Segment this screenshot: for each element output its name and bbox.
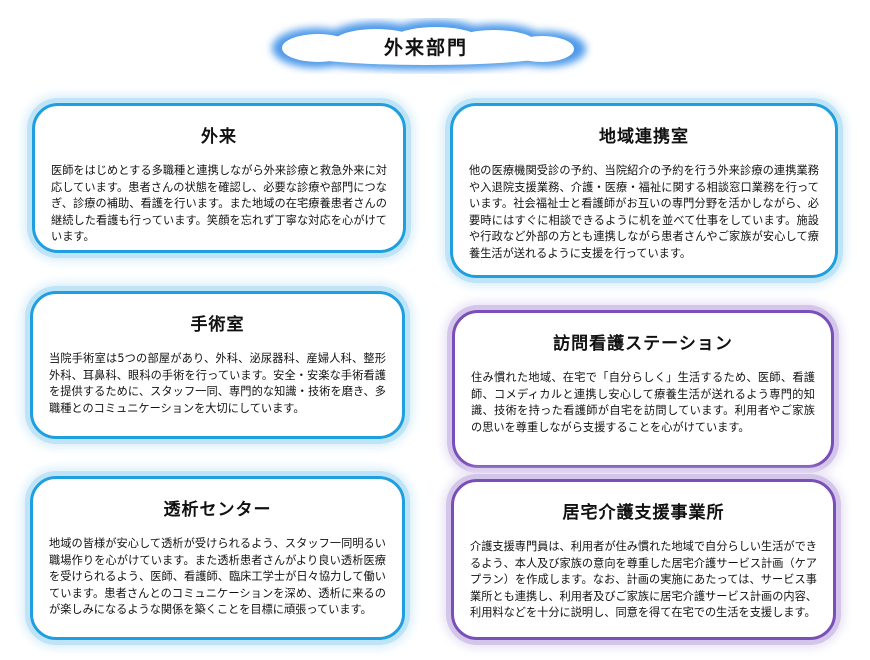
section-card-regional-liaison: 地域連携室 他の医療機関受診の予約、当院紹介の予約を行う外来診療の連携業務や入退… bbox=[450, 103, 838, 278]
section-card-dialysis-center: 透析センター 地域の皆様が安心して透析が受けられるよう、スタッフ一同明るい職場作… bbox=[30, 476, 405, 640]
card-description: 地域の皆様が安心して透析が受けられるよう、スタッフ一同明るい職場作りを心がけてい… bbox=[49, 537, 386, 617]
page-title: 外来部門 bbox=[383, 36, 468, 59]
card-title: 透析センター bbox=[163, 500, 272, 520]
section-card-operating-room: 手術室 当院手術室は5つの部屋があり、外科、泌尿器科、産婦人科、整形外科、耳鼻科… bbox=[30, 291, 405, 439]
section-card-outpatient: 外来 医師をはじめとする多職種と連携しながら外来診療と救急外来に対応しています。… bbox=[32, 103, 406, 253]
card-title: 外来 bbox=[201, 127, 237, 147]
card-description: 他の医療機関受診の予約、当院紹介の予約を行う外来診療の連携業務や入退院支援業務、… bbox=[469, 164, 819, 260]
header-cloud: 外来部門 bbox=[256, 18, 596, 74]
cloud-shape bbox=[272, 20, 586, 70]
section-card-home-nursing-station: 訪問看護ステーション 住み慣れた地域、在宅で「自分らしく」生活するため、医師、看… bbox=[452, 310, 834, 468]
card-description: 当院手術室は5つの部屋があり、外科、泌尿器科、産婦人科、整形外科、耳鼻科、眼科の… bbox=[49, 352, 386, 415]
card-title: 訪問看護ステーション bbox=[553, 334, 733, 354]
section-card-home-care-support-office: 居宅介護支援事業所 介護支援専門員は、利用者が住み慣れた地域で自分らしい生活がで… bbox=[451, 479, 836, 640]
card-title: 居宅介護支援事業所 bbox=[562, 503, 725, 523]
card-description: 介護支援専門員は、利用者が住み慣れた地域で自分らしい生活ができるよう、本人及び家… bbox=[470, 540, 817, 620]
card-description: 住み慣れた地域、在宅で「自分らしく」生活するため、医師、看護師、コメディカルと連… bbox=[471, 371, 815, 434]
card-title: 地域連携室 bbox=[599, 127, 689, 147]
card-title: 手術室 bbox=[190, 315, 245, 335]
card-description: 医師をはじめとする多職種と連携しながら外来診療と救急外来に対応しています。患者さ… bbox=[51, 164, 387, 244]
